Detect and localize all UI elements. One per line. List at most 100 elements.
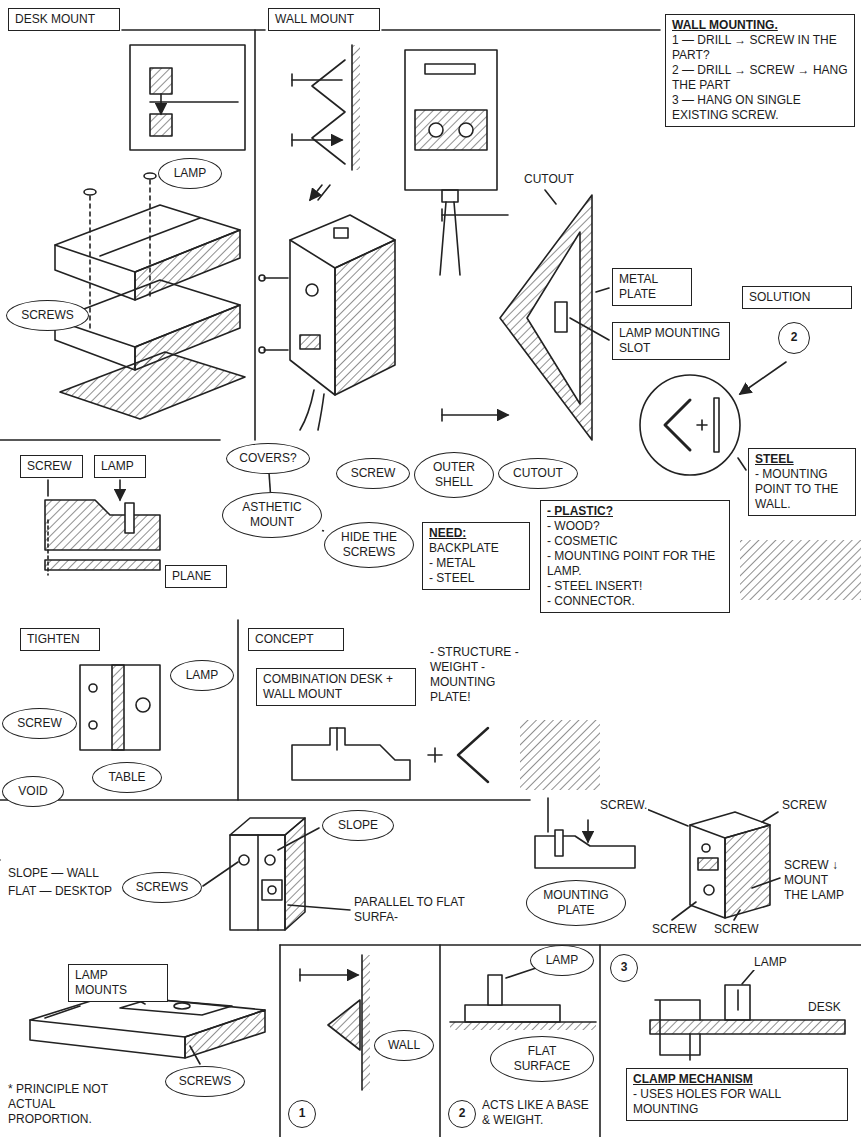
- sketch-stroke: [0, 30, 861, 1137]
- node-text: - MOUNTING POINT FOR THE LAMP.: [547, 549, 723, 579]
- note-ellipse: MOUNTING PLATE: [526, 880, 626, 926]
- node-text: CUTOUT: [511, 466, 565, 481]
- node-text: MOUNTING PLATE: [539, 888, 613, 918]
- node-text: 3 — HANG ON SINGLE EXISTING SCREW.: [672, 93, 848, 123]
- sketch-stroke: [285, 818, 305, 930]
- connector-line: [269, 474, 270, 492]
- note-box: LAMP MOUNTS: [68, 964, 168, 1002]
- note-ellipse: SCREWS: [165, 1066, 245, 1097]
- sketch-stroke: [268, 886, 276, 894]
- note-ellipse: TABLE: [92, 762, 162, 793]
- sketch-stroke: [336, 728, 338, 750]
- note-ellipse: CUTOUT: [498, 458, 578, 489]
- sketch-stroke: [203, 828, 350, 910]
- sketch-note: SCREW: [650, 922, 705, 937]
- note-ellipse: LAMP: [170, 660, 234, 691]
- note-box: LAMP MOUNTING SLOT: [612, 322, 730, 360]
- connector-line: [322, 530, 324, 532]
- note-ellipse: SCREW: [2, 708, 77, 739]
- sketch-stroke: [300, 335, 320, 349]
- sketch-stroke: [570, 318, 609, 340]
- sketch-stroke: [335, 240, 395, 395]
- sketch-note: FLAT — DESKTOP: [6, 884, 121, 899]
- note-box: WALL MOUNTING.1 — DRILL → SCREW IN THE P…: [665, 14, 855, 127]
- node-text: 2: [449, 1106, 475, 1121]
- note-box: PLANE: [165, 565, 227, 588]
- sketch-stroke: [535, 836, 635, 868]
- sketch-stroke: [596, 288, 609, 292]
- node-text: NEED:: [429, 526, 523, 541]
- node-text: - METAL: [429, 556, 523, 571]
- sketch-note: CUTOUT: [522, 172, 592, 187]
- node-text: LAMP: [543, 953, 581, 968]
- node-text: STEEL: [755, 452, 849, 467]
- node-text: SCREWS: [178, 1074, 232, 1089]
- sketch-stroke: [112, 665, 124, 750]
- sketch-stroke: [742, 970, 754, 984]
- sketch-stroke: [292, 728, 410, 780]
- sketch-stroke: [429, 123, 443, 137]
- note-box: COMBINATION DESK + WALL MOUNT: [256, 668, 416, 706]
- sketch-stroke: [259, 275, 265, 281]
- node-text: LAMP MOUNTS: [75, 968, 161, 998]
- node-text: ASTHETIC MOUNT: [235, 500, 309, 530]
- note-ellipse: WALL: [374, 1030, 434, 1061]
- node-text: TABLE: [105, 770, 149, 785]
- sketch-stroke: [55, 245, 135, 300]
- sketch-stroke: [650, 1020, 845, 1034]
- sketch-stroke: [60, 352, 245, 419]
- sketch-stroke: [135, 230, 240, 300]
- sketch-stroke: [84, 189, 96, 195]
- sketch-stroke: [425, 64, 475, 74]
- sketch-stroke: [80, 665, 160, 750]
- sketch-stroke: [415, 110, 487, 150]
- sketch-stroke: [527, 232, 580, 404]
- sketch-stroke: [545, 190, 556, 204]
- sketch-stroke: [689, 1034, 691, 1060]
- node-text: SCREW: [349, 466, 397, 481]
- node-text: - MOUNTING POINT TO THE WALL.: [755, 467, 849, 512]
- node-text: LAMP MOUNTING SLOT: [619, 326, 723, 356]
- node-text: SCREW: [15, 716, 64, 731]
- sketch-stroke: [428, 748, 442, 762]
- node-text: LAMP: [183, 668, 221, 683]
- sketch-stroke: [740, 540, 861, 600]
- sketch-stroke: [257, 835, 259, 930]
- sketch-stroke: [697, 420, 707, 430]
- sketch-stroke: [150, 68, 172, 94]
- note-box: - PLASTIC?- WOOD?- COSMETIC- MOUNTING PO…: [540, 500, 730, 613]
- sketch-stroke: [442, 190, 458, 202]
- sketch-stroke: [548, 798, 588, 842]
- node-text: OUTER SHELL: [427, 460, 481, 490]
- node-text: LAMP: [171, 166, 209, 181]
- note-box: DESK MOUNT: [8, 8, 120, 31]
- sketch-stroke: [130, 45, 245, 150]
- note-box: SOLUTION: [742, 286, 852, 309]
- node-text: WALL: [387, 1038, 421, 1053]
- node-text: 3: [611, 960, 637, 975]
- node-text: CONCEPT: [255, 632, 337, 647]
- node-text: - COSMETIC: [547, 534, 723, 549]
- sketch-stroke: [300, 974, 358, 976]
- callout-number: 3: [610, 954, 638, 982]
- note-box: CONCEPT: [248, 628, 344, 651]
- node-text: WALL MOUNT: [275, 12, 373, 27]
- sketch-stroke: [312, 60, 345, 164]
- sketch-stroke: [725, 985, 750, 1020]
- sketch-stroke: [150, 101, 238, 103]
- sketch-stroke: [0, 799, 530, 801]
- sketch-stroke: [714, 398, 719, 452]
- sketch-stroke: [45, 500, 160, 550]
- node-text: SOLUTION: [749, 290, 845, 305]
- node-text: 2: [779, 330, 809, 345]
- sketch-stroke: [520, 720, 600, 790]
- sketch-stroke: [122, 29, 660, 31]
- sketch-stroke: [458, 728, 488, 782]
- sketch-stroke: [702, 844, 710, 852]
- node-text: COMBINATION DESK + WALL MOUNT: [263, 672, 409, 702]
- sketch-note: LAMP: [752, 955, 802, 970]
- node-text: METAL PLATE: [619, 272, 685, 302]
- sketch-stroke: [440, 202, 460, 275]
- sketch-stroke: [292, 80, 342, 140]
